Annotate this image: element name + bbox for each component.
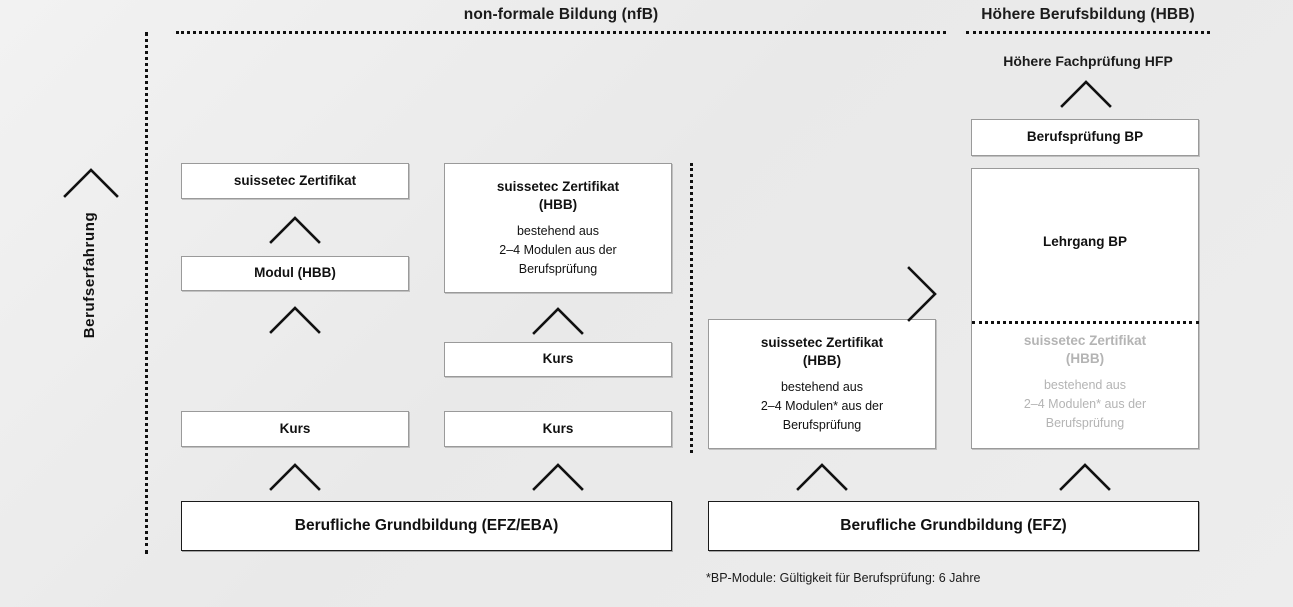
divider-lehrgang-dotted [972, 321, 1199, 324]
chevron-up-col1-a [269, 216, 321, 244]
ghost-title-line2: (HBB) [1065, 351, 1105, 367]
box-berufliche-grundbildung-efz[interactable]: Berufliche Grundbildung (EFZ) [708, 501, 1199, 551]
box-kurs-upper-col2[interactable]: Kurs [444, 342, 672, 377]
chevron-up-col2-a [532, 307, 584, 335]
box-label: Berufliche Grundbildung (EFZ) [840, 516, 1067, 534]
box-modul-hbb-col1[interactable]: Modul (HBB) [181, 256, 409, 291]
box-label: Kurs [542, 420, 574, 436]
box-sub-line2: 2–4 Modulen aus der [499, 242, 617, 257]
box-label: Modul (HBB) [254, 265, 336, 281]
footnote-bp-module: *BP-Module: Gültigkeit für Berufsprüfung… [706, 571, 981, 585]
box-label: Kurs [542, 351, 574, 367]
ghost-sub-line3: Berufsprüfung [1045, 415, 1125, 430]
chevron-up-col3 [796, 463, 848, 491]
side-label-berufserfahrung: Berufserfahrung [81, 211, 98, 339]
chevron-up-berufserfahrung [63, 168, 119, 198]
box-sub-line1: bestehend aus [516, 224, 599, 239]
box-title-line2: (HBB) [802, 352, 842, 368]
header-nfb-rule [176, 31, 946, 34]
ghost-suissetec-zertifikat-hbb: suissetec Zertifikat (HBB) bestehend aus… [972, 332, 1198, 433]
box-label: Kurs [279, 420, 311, 436]
chevron-right-col3-to-col4 [907, 266, 937, 322]
box-lehrgang-bp[interactable]: Lehrgang BP suissetec Zertifikat (HBB) b… [971, 168, 1199, 449]
chevron-up-hfp [1060, 80, 1112, 108]
box-label: Berufsprüfung BP [1026, 129, 1144, 145]
box-kurs-col1[interactable]: Kurs [181, 411, 409, 447]
box-label: Berufliche Grundbildung (EFZ/EBA) [294, 516, 559, 534]
box-suissetec-zertifikat-hbb-col3[interactable]: suissetec Zertifikat (HBB) bestehend aus… [708, 319, 936, 449]
box-label: suissetec Zertifikat [233, 172, 357, 188]
box-label: Lehrgang BP [1042, 234, 1127, 249]
header-hbb-title: Höhere Berufsbildung (HBB) [981, 6, 1195, 23]
ghost-sub-line1: bestehend aus [1043, 378, 1126, 393]
box-suissetec-zertifikat-col1[interactable]: suissetec Zertifikat [181, 163, 409, 199]
ghost-sub-line2: 2–4 Modulen* aus der [1023, 397, 1147, 412]
chevron-up-col2-b [532, 463, 584, 491]
box-sub-line1: bestehend aus [780, 380, 863, 395]
header-hfp-title: Höhere Fachprüfung HFP [1003, 53, 1173, 69]
box-berufspruefung-bp[interactable]: Berufsprüfung BP [971, 119, 1199, 156]
box-title-line1: suissetec Zertifikat [496, 178, 620, 194]
box-title-line2: (HBB) [538, 196, 578, 212]
box-title-line1: suissetec Zertifikat [760, 334, 884, 350]
box-sub-line3: Berufsprüfung [518, 261, 598, 276]
chevron-up-col1-b [269, 306, 321, 334]
box-sub-line2: 2–4 Modulen* aus der [760, 398, 884, 413]
divider-left-dotted [145, 32, 148, 554]
header-nfb-title: non-formale Bildung (nfB) [463, 6, 659, 23]
box-berufliche-grundbildung-efz-eba[interactable]: Berufliche Grundbildung (EFZ/EBA) [181, 501, 672, 551]
box-kurs-lower-col2[interactable]: Kurs [444, 411, 672, 447]
header-hbb-rule [966, 31, 1210, 34]
chevron-up-col4 [1059, 463, 1111, 491]
box-sub-line3: Berufsprüfung [782, 417, 862, 432]
chevron-up-col1-c [269, 463, 321, 491]
ghost-title-line1: suissetec Zertifikat [1023, 333, 1147, 348]
box-suissetec-zertifikat-hbb-col2[interactable]: suissetec Zertifikat (HBB) bestehend aus… [444, 163, 672, 293]
divider-middle-dotted [690, 163, 693, 453]
